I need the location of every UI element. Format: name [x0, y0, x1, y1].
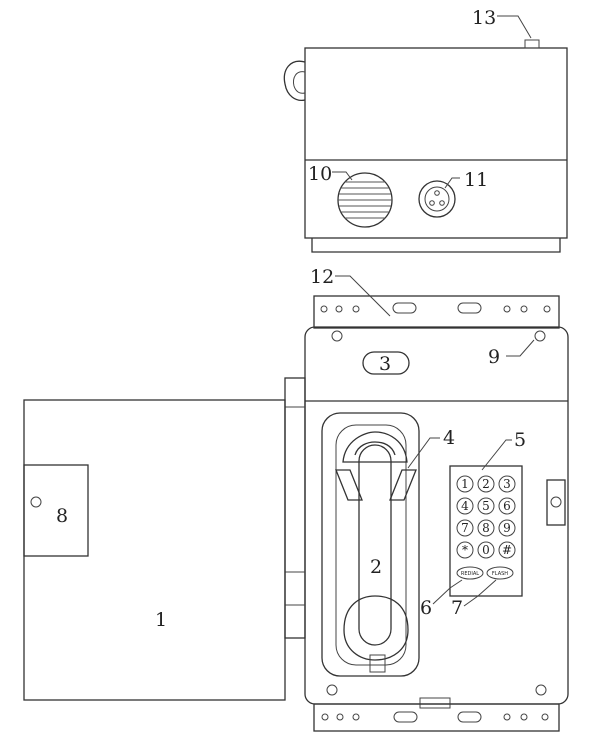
keypad-key-ring [456, 497, 474, 515]
keypad-key[interactable]: 9 [498, 519, 516, 537]
label-plate [362, 351, 410, 375]
keypad-key[interactable]: * [456, 541, 474, 559]
keypad-key-ring [477, 475, 495, 493]
side-latch [546, 479, 566, 526]
keypad-key-ring [498, 541, 516, 559]
door-lock-plate [23, 464, 89, 557]
callout-8: 8 [56, 505, 68, 527]
top-view-body [304, 47, 568, 239]
keypad-key-ring [456, 541, 474, 559]
redial-key[interactable]: REDIAL [456, 566, 484, 580]
leader-lines [332, 15, 535, 607]
callout-3: 3 [379, 353, 391, 375]
callout-11: 11 [464, 169, 488, 191]
screw-bottom-right [535, 684, 547, 696]
keypad-panel [449, 465, 523, 597]
antenna [524, 39, 540, 49]
keypad-key-ring [456, 475, 474, 493]
screw-bottom-left [326, 684, 338, 696]
keypad-key[interactable]: 8 [477, 519, 495, 537]
screw-top-right [534, 330, 546, 342]
callout-5: 5 [514, 429, 526, 451]
callout-12: 12 [310, 266, 334, 288]
keypad-key[interactable]: 6 [498, 497, 516, 515]
keypad-key-label: 1 [461, 477, 469, 491]
keypad-key-label: 5 [482, 499, 490, 513]
top-view-base [311, 238, 561, 253]
keypad-key[interactable]: 1 [456, 475, 474, 493]
door-lock-hole [30, 496, 42, 508]
callout-2: 2 [370, 556, 382, 578]
keypad-key-label: 7 [461, 521, 469, 535]
screw-top-left [331, 330, 343, 342]
connector-socket [418, 180, 456, 218]
mounting-bracket-bottom [313, 697, 560, 732]
keypad-key-ring [477, 497, 495, 515]
flash-label: FLASH [492, 571, 508, 577]
keypad-key-label: 9 [503, 521, 511, 535]
keypad-key-label: 8 [482, 521, 490, 535]
callout-1: 1 [155, 609, 167, 631]
door [23, 399, 286, 701]
keypad-key-ring [498, 497, 516, 515]
keypad-key-ring [498, 519, 516, 537]
hinge [284, 377, 306, 639]
top-view-hook [283, 60, 306, 102]
callout-7: 7 [451, 597, 463, 619]
keypad-key-label: 6 [503, 499, 511, 513]
keypad-key[interactable]: 5 [477, 497, 495, 515]
callout-13: 13 [472, 7, 496, 29]
mounting-bracket-top [313, 295, 560, 329]
keypad-key-label: # [502, 543, 512, 557]
keypad-key[interactable]: 4 [456, 497, 474, 515]
callout-6: 6 [420, 597, 432, 619]
callout-4: 4 [443, 427, 455, 449]
top-view [283, 39, 568, 253]
keypad-key-label: 0 [482, 543, 490, 557]
keypad-key-ring [456, 519, 474, 537]
keypad-key-label: 4 [461, 499, 469, 513]
handset [342, 431, 409, 673]
keypad-key-label: * [462, 543, 468, 557]
keypad-key[interactable]: 2 [477, 475, 495, 493]
keypad-key-label: 3 [503, 477, 511, 491]
keypad-key[interactable]: 0 [477, 541, 495, 559]
redial-label: REDIAL [461, 571, 479, 577]
keypad-key-ring [498, 475, 516, 493]
keypad-key-label: 2 [482, 477, 490, 491]
keypad-key-ring [477, 519, 495, 537]
keypad-key[interactable]: 7 [456, 519, 474, 537]
flash-key[interactable]: FLASH [486, 566, 514, 580]
speaker [337, 172, 393, 228]
callout-9: 9 [488, 346, 500, 368]
keypad-key[interactable]: 3 [498, 475, 516, 493]
keypad-key[interactable]: # [498, 541, 516, 559]
callout-10: 10 [308, 163, 332, 185]
keypad-key-ring [477, 541, 495, 559]
main-body [304, 326, 569, 705]
handset-recess [321, 412, 420, 677]
cradle-hooks [335, 469, 417, 501]
door-panel [23, 399, 286, 701]
